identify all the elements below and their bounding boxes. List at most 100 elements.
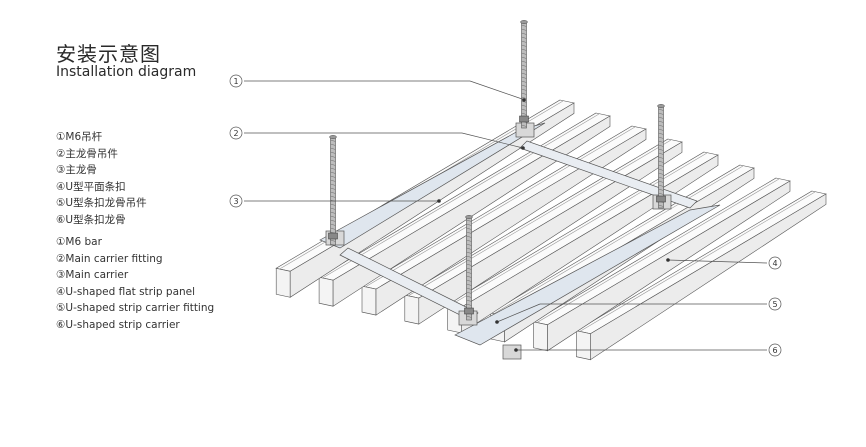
rod-thread	[330, 195, 336, 198]
strip-panel-end	[404, 294, 420, 325]
rod-thread	[466, 227, 472, 230]
rod-thread	[330, 159, 336, 162]
strip-carrier	[519, 140, 698, 209]
rod-thread	[330, 175, 336, 178]
rod-thread	[658, 188, 664, 191]
rod-thread	[466, 239, 472, 242]
callout-4: 4	[666, 256, 782, 270]
threaded-rod	[519, 20, 529, 129]
legend-item-en-4: ④U-shaped flat strip panel	[56, 285, 196, 298]
rod-thread	[466, 295, 472, 298]
rod-thread	[466, 303, 472, 306]
rod-thread	[466, 243, 472, 246]
legend-item-cn-4: ④U型平面条扣	[56, 180, 126, 193]
rod-thread	[521, 88, 527, 91]
rod-thread	[521, 104, 527, 107]
rod-thread	[330, 143, 336, 146]
rod-thread	[658, 140, 664, 143]
rod-thread	[330, 139, 336, 142]
rod-thread	[521, 124, 527, 127]
strip-panel-end	[275, 267, 291, 298]
callout-3: 3	[229, 194, 441, 208]
rod-thread	[521, 44, 527, 47]
rod-thread	[521, 96, 527, 99]
legend-item-en-5: ⑤U-shaped strip carrier fitting	[56, 302, 215, 314]
m6-bars	[328, 20, 666, 321]
rod-thread	[521, 24, 527, 27]
rod-thread	[466, 255, 472, 258]
rod-thread	[466, 299, 472, 302]
threaded-rod	[656, 104, 666, 209]
rod-thread	[330, 167, 336, 170]
rod-thread	[466, 287, 472, 290]
rod-thread	[466, 283, 472, 286]
strip-panel-side	[332, 115, 611, 307]
rod-nut	[519, 115, 529, 123]
callout-number-2: 2	[233, 129, 238, 138]
rod-nut	[656, 195, 666, 203]
strip-panel-edge	[579, 191, 816, 332]
rod-thread	[521, 84, 527, 87]
rod-thread	[658, 128, 664, 131]
strip-panel-side	[547, 180, 791, 352]
rod-thread	[330, 219, 336, 222]
rod-nut	[464, 307, 474, 315]
rod-thread	[521, 32, 527, 35]
legend-item-en-1: ①M6 bar	[56, 236, 102, 248]
rod-thread	[658, 184, 664, 187]
rod-thread	[466, 235, 472, 238]
threaded-rod	[464, 215, 474, 321]
legend-item-en-3: ③Main carrier	[56, 269, 129, 281]
strip-panel-side	[375, 128, 647, 316]
rod-thread	[330, 179, 336, 182]
legend-item-cn-5: ⑤U型条扣龙骨吊件	[56, 197, 147, 209]
rod-thread	[658, 172, 664, 175]
rod-thread	[658, 164, 664, 167]
rod-thread	[330, 215, 336, 218]
callout-number-5: 5	[772, 300, 777, 309]
rod-thread	[658, 116, 664, 119]
rod-thread	[330, 243, 336, 246]
legend-english: ①M6 bar ②Main carrier fitting ③Main carr…	[56, 234, 214, 333]
rod-thread	[466, 219, 472, 222]
rod-thread	[658, 132, 664, 135]
callout-1: 1	[229, 74, 526, 102]
legend-item-cn-3: ③主龙骨	[56, 164, 97, 176]
rod-thread	[658, 112, 664, 115]
rod-thread	[521, 40, 527, 43]
rod-thread	[466, 291, 472, 294]
strip-panel-edge	[321, 113, 600, 279]
rod-top	[520, 20, 528, 24]
strip-panel-end	[318, 276, 334, 307]
rod-thread	[658, 192, 664, 195]
rod-thread	[330, 211, 336, 214]
rod-thread	[466, 271, 472, 274]
strip-panel-edge	[364, 126, 636, 288]
rod-thread	[330, 191, 336, 194]
rod-thread	[521, 28, 527, 31]
rod-thread	[330, 147, 336, 150]
rod-thread	[658, 120, 664, 123]
rod-thread	[330, 203, 336, 206]
rod-thread	[521, 56, 527, 59]
diagram-title-chinese: 安装示意图	[56, 42, 161, 66]
rod-thread	[466, 251, 472, 254]
rod-thread	[330, 207, 336, 210]
strip-panel	[532, 177, 791, 352]
rod-thread	[330, 239, 336, 242]
strip-panel	[575, 190, 827, 361]
rod-thread	[658, 156, 664, 159]
strip-panel-edge	[493, 165, 744, 315]
rod-thread	[521, 60, 527, 63]
rod-top	[329, 135, 337, 139]
rod-thread	[330, 171, 336, 174]
rod-thread	[521, 48, 527, 51]
rod-thread	[658, 204, 664, 207]
rod-thread	[658, 176, 664, 179]
rod-thread	[658, 124, 664, 127]
rod-thread	[466, 279, 472, 282]
rod-thread	[658, 108, 664, 111]
callout-number-1: 1	[233, 77, 238, 86]
strip-panel-side	[418, 141, 683, 325]
